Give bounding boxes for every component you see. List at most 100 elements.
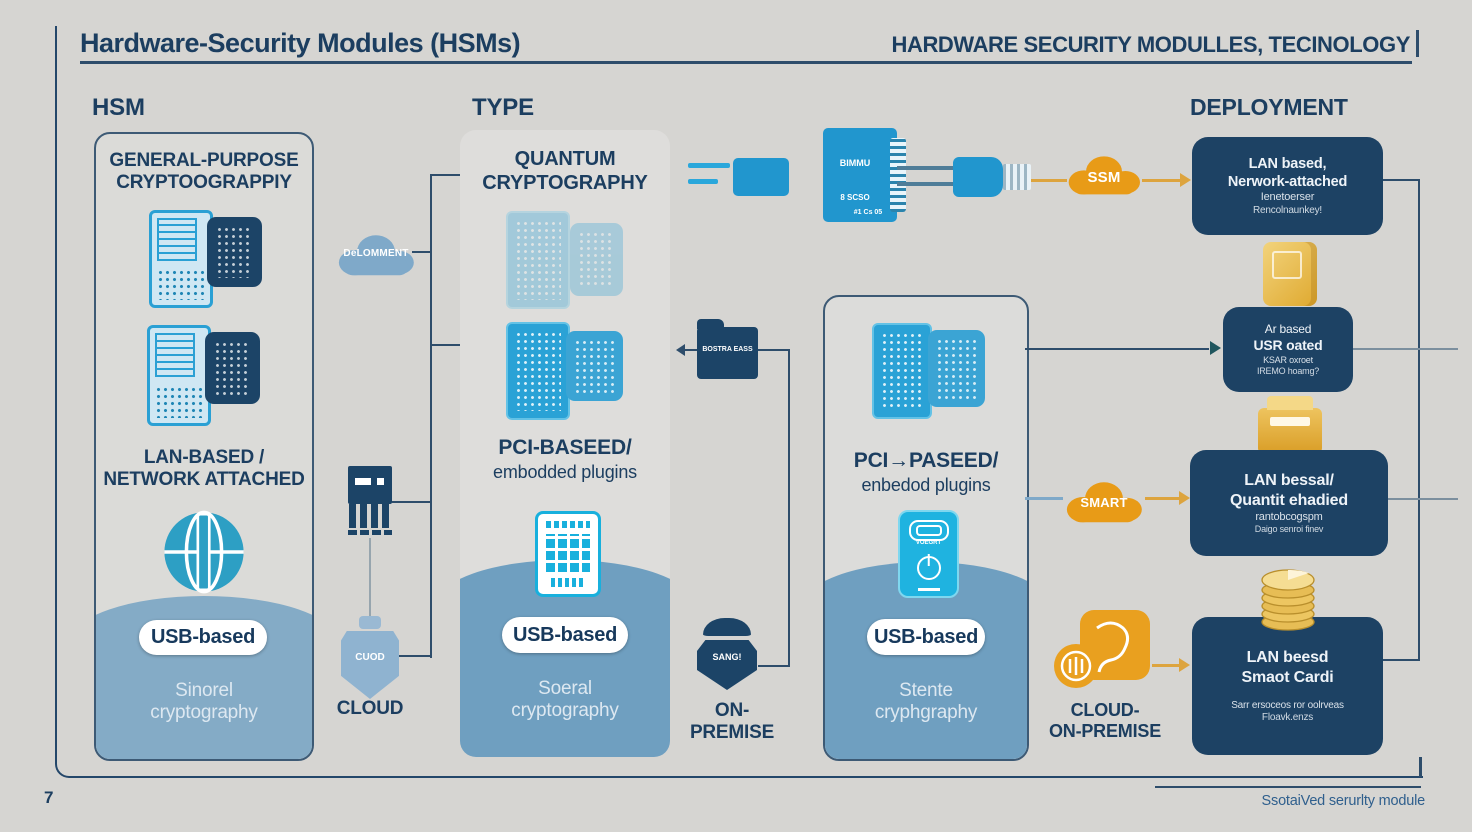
gold-card-icon bbox=[1263, 242, 1317, 306]
dep-card-line: Smaot Cardi bbox=[1241, 668, 1334, 686]
type-card-pci: PCI→PASEED/ enbedod plugins VOEGRT USB-b… bbox=[823, 295, 1029, 761]
pci-based-subtitle: enbedod plugins bbox=[861, 475, 991, 495]
ssm-cloud-icon bbox=[1068, 156, 1140, 195]
processor-chip-icon bbox=[928, 330, 985, 407]
usb-card-dash bbox=[917, 588, 940, 591]
title-right-tick bbox=[1416, 30, 1419, 57]
adapter-device-icon bbox=[823, 128, 897, 222]
arrow-left-icon bbox=[676, 344, 685, 356]
connector-line-thin bbox=[369, 538, 371, 618]
connector-line bbox=[432, 344, 461, 346]
page-number: 7 bbox=[44, 788, 54, 807]
on-premise-label: ON- PREMISE bbox=[689, 700, 775, 744]
adapter-sublabel: 8 SCSO bbox=[840, 193, 870, 202]
globe-icon bbox=[164, 510, 244, 594]
circuit-chip-icon bbox=[506, 322, 570, 420]
usb-connector-pins bbox=[349, 504, 391, 528]
pci-footer-text: Stente cryphgraphy bbox=[874, 680, 978, 724]
dep-card-line: Quantit ehadied bbox=[1230, 491, 1348, 509]
chip-rows-pattern bbox=[157, 218, 197, 261]
hsm-card-footer-text: Sinorel cryptography bbox=[150, 680, 258, 724]
dep-card-line: LAN beesd bbox=[1246, 648, 1329, 666]
cloud-on-premise-label: CLOUD- ON-PREMISE bbox=[1048, 700, 1161, 742]
quantum-title: QUANTUM CRYPTOGRAPHY bbox=[482, 148, 648, 194]
keypad-foot bbox=[551, 578, 585, 587]
adapter-pin-strip bbox=[890, 138, 906, 212]
pci-based-subtitle: embodded plugins bbox=[493, 462, 637, 482]
gold-card-face bbox=[1272, 251, 1302, 279]
dep-card-subline: Sarr ersoceos ror oolrveas bbox=[1231, 699, 1344, 711]
connector-line-light bbox=[1388, 498, 1458, 500]
footer-note: SsotaiVed serurlty module bbox=[1261, 793, 1426, 809]
ghost-chip-icon bbox=[506, 211, 570, 309]
quantum-footer-text: Soeral cryptography bbox=[511, 678, 619, 722]
deployment-card-usb: Ar based USR oated KSAR oxroet IREMO hoa… bbox=[1223, 307, 1353, 392]
processor-chip-icon bbox=[207, 217, 262, 287]
ghost-chip-icon bbox=[570, 223, 623, 296]
san-shield-label: SANG! bbox=[712, 652, 742, 662]
deployment-card-quantum: LAN bessal/ Quantit ehadied rantobcogspm… bbox=[1190, 450, 1388, 556]
arrow-right-icon bbox=[1179, 658, 1190, 672]
smart-cloud-icon bbox=[1066, 482, 1142, 523]
power-symbol-icon bbox=[916, 556, 941, 580]
keypad-grid bbox=[546, 534, 590, 572]
cable-line bbox=[897, 182, 955, 186]
deployment-cloud-icon bbox=[338, 235, 414, 276]
arrow-right-icon bbox=[1180, 173, 1191, 187]
dep-card-line: KSAR oxroet bbox=[1263, 354, 1313, 365]
gold-coins-icon bbox=[1261, 569, 1315, 631]
usb-plug-icon bbox=[733, 158, 789, 196]
keypad-screen bbox=[546, 521, 590, 528]
keypad-device-icon bbox=[535, 511, 601, 597]
dep-card-line: Nerwork-attached bbox=[1227, 173, 1348, 190]
dep-card-line: Ar based bbox=[1264, 322, 1312, 336]
chip-dots-pattern bbox=[157, 268, 205, 300]
business-folder-icon bbox=[697, 319, 758, 379]
usb-based-badge: USB-based bbox=[502, 617, 628, 653]
cable-line bbox=[897, 166, 955, 170]
page-title-right: HARDWARE SECURITY MODULLES, TECINOLOGY bbox=[891, 32, 1410, 57]
connector-line bbox=[392, 501, 431, 503]
gold-printer-icon bbox=[1258, 396, 1322, 454]
business-folder-label: BOSTRA EASS bbox=[702, 346, 753, 353]
dep-card-line: IREMO hoamg? bbox=[1256, 365, 1320, 376]
processor-chip-icon bbox=[205, 332, 260, 404]
column-header-type: TYPE bbox=[472, 94, 534, 121]
connector-line-gold bbox=[1152, 664, 1180, 667]
connector-line-gold bbox=[1145, 497, 1181, 500]
deployment-card-lan-network: LAN based, Nerwork-attached Ienetoerser … bbox=[1192, 137, 1383, 235]
dep-card-line: Daigo senroi finev bbox=[1254, 524, 1324, 535]
san-shield-cap bbox=[703, 618, 751, 636]
connector-line bbox=[432, 174, 461, 176]
connector-line-light bbox=[1353, 348, 1458, 350]
connector-line bbox=[758, 349, 790, 351]
usb-cable-plug-icon bbox=[953, 157, 1003, 197]
deployment-cloud-label: DeLOMMENT bbox=[343, 248, 409, 259]
usb-based-badge: USB-based bbox=[867, 619, 985, 655]
usb-smartcard-icon: VOEGRT bbox=[898, 510, 959, 598]
dep-card-subline: Floavk.enzs bbox=[1261, 712, 1314, 723]
dep-card-line: rantobcogspm bbox=[1255, 510, 1323, 523]
usb-connector-head bbox=[348, 466, 392, 504]
usb-connector-icon bbox=[348, 466, 392, 536]
cloud-on-premise-icon bbox=[1054, 610, 1150, 688]
circuit-chip-icon bbox=[872, 323, 932, 419]
ssm-cloud-label: SSM bbox=[1087, 169, 1121, 186]
processor-chip-icon bbox=[566, 331, 623, 401]
hsm-card: GENERAL-PURPOSE CRYPTOOGRAPPIY LAN-BASED… bbox=[94, 132, 314, 761]
arrow-right-icon bbox=[1179, 491, 1190, 505]
hsm-card-subtitle: LAN-BASED / NETWORK ATTACHED bbox=[103, 447, 305, 491]
usb-slot-glyph bbox=[908, 520, 949, 541]
hsm-card-title: GENERAL-PURPOSE CRYPTOOGRAPPIY bbox=[109, 150, 299, 194]
connector-line bbox=[412, 251, 432, 253]
page-title: Hardware-Security Modules (HSMs) bbox=[80, 28, 521, 58]
dep-card-line: Rencolnaunkey! bbox=[1253, 204, 1322, 216]
connector-line bbox=[430, 174, 432, 658]
connector-line-steel bbox=[1025, 497, 1063, 500]
circuit-chip-icon bbox=[149, 210, 213, 308]
cloud-label: CLOUD bbox=[336, 698, 404, 719]
cable-stub bbox=[688, 163, 730, 168]
title-underline bbox=[80, 61, 1412, 64]
connector-line bbox=[399, 655, 431, 657]
